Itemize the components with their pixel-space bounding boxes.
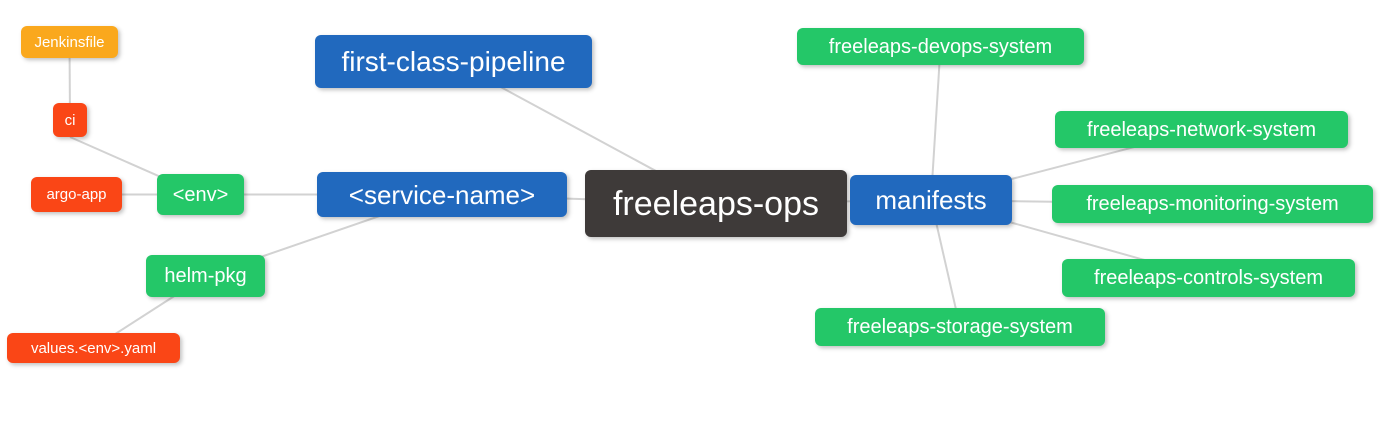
- node-argo-app[interactable]: argo-app: [31, 177, 122, 212]
- node-freeleaps-network-system-label: freeleaps-network-system: [1087, 118, 1316, 141]
- node-helm-pkg[interactable]: helm-pkg: [146, 255, 265, 297]
- node-freeleaps-monitoring-system-label: freeleaps-monitoring-system: [1086, 193, 1339, 215]
- node-values-env-yaml[interactable]: values.<env>.yaml: [7, 333, 180, 363]
- node-freeleaps-devops-system-label: freeleaps-devops-system: [828, 35, 1053, 58]
- node-service-name-label: <service-name>: [348, 179, 536, 210]
- node-manifests-label: manifests: [875, 185, 987, 215]
- node-freeleaps-storage-system[interactable]: freeleaps-storage-system: [815, 308, 1105, 346]
- node-freeleaps-storage-system-label: freeleaps-storage-system: [847, 316, 1073, 338]
- node-ci-label: ci: [64, 111, 76, 129]
- node-env[interactable]: <env>: [157, 174, 244, 215]
- node-freeleaps-ops-root[interactable]: freeleaps-ops: [585, 170, 847, 237]
- node-argo-app-label: argo-app: [46, 186, 107, 203]
- node-freeleaps-monitoring-system[interactable]: freeleaps-monitoring-system: [1052, 185, 1373, 223]
- node-service-name[interactable]: <service-name>: [317, 172, 567, 217]
- node-ci[interactable]: ci: [53, 103, 87, 137]
- node-freeleaps-ops-label: freeleaps-ops: [612, 184, 819, 223]
- node-freeleaps-devops-system[interactable]: freeleaps-devops-system: [797, 28, 1084, 65]
- node-helm-pkg-label: helm-pkg: [164, 265, 247, 287]
- node-values-env-yaml-label: values.<env>.yaml: [30, 339, 157, 357]
- node-jenkinsfile[interactable]: Jenkinsfile: [21, 26, 118, 58]
- node-manifests[interactable]: manifests: [850, 175, 1012, 225]
- node-jenkinsfile-label: Jenkinsfile: [34, 33, 105, 51]
- node-freeleaps-controls-system[interactable]: freeleaps-controls-system: [1062, 259, 1355, 297]
- node-freeleaps-controls-system-label: freeleaps-controls-system: [1094, 267, 1323, 289]
- node-env-label: <env>: [172, 183, 229, 206]
- edge-manifests-devops: [930, 46, 942, 201]
- node-freeleaps-network-system[interactable]: freeleaps-network-system: [1055, 111, 1348, 148]
- node-first-class-pipeline-label: first-class-pipeline: [341, 45, 566, 77]
- node-first-class-pipeline[interactable]: first-class-pipeline: [315, 35, 592, 88]
